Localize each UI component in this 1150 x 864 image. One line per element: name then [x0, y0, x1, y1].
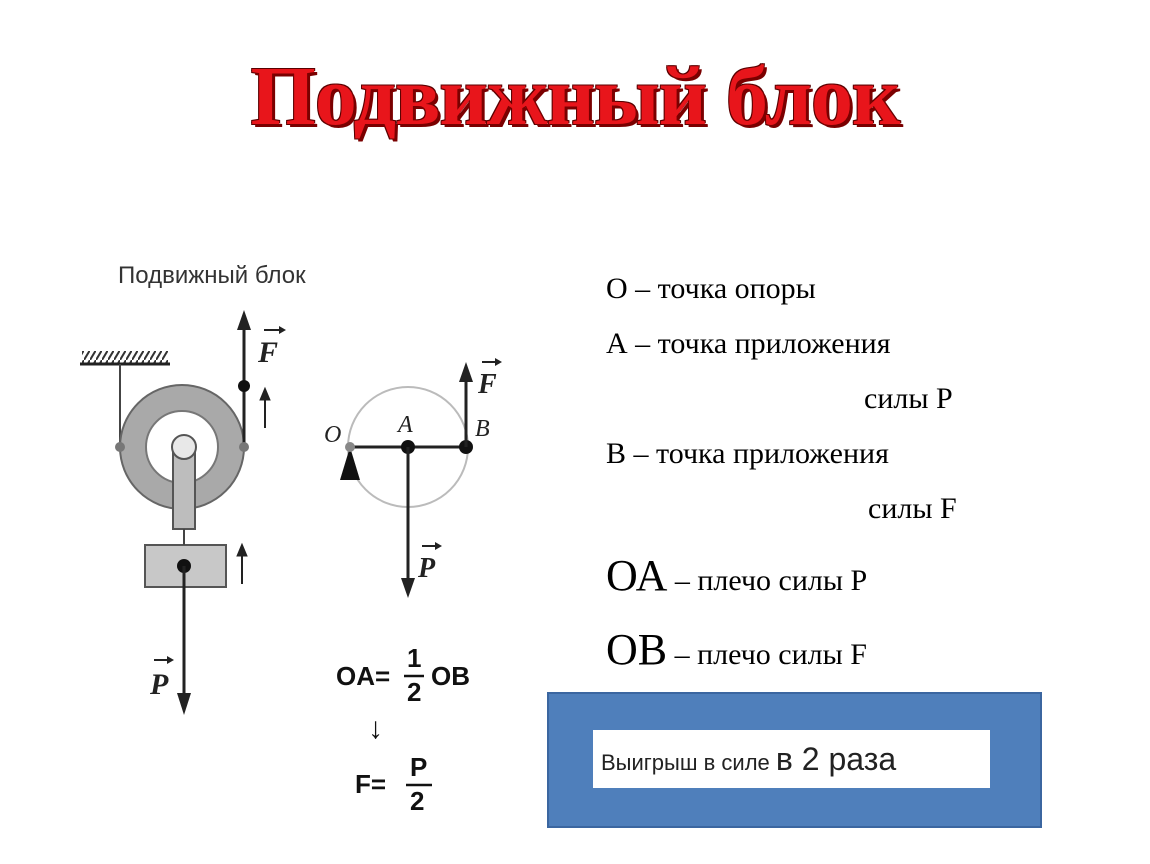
formula-f-lhs: F=	[355, 769, 387, 799]
definition-ob: ОВ – плечо силы F	[606, 624, 867, 675]
ceiling-support	[80, 351, 170, 366]
arrow-P-head	[177, 693, 191, 715]
formula-oa-rhs: OB	[431, 661, 470, 691]
lever-force-F-label: F	[477, 369, 497, 400]
gain-box: Выигрыш в силе в 2 раза	[547, 692, 1042, 828]
formula-arrow: ↓	[368, 712, 383, 745]
ob-symbol: ОВ	[606, 625, 668, 674]
point-B-on-rope	[238, 380, 250, 392]
gain-label: Выигрыш в силе в 2 раза	[593, 730, 990, 788]
lever-label-O: O	[324, 422, 341, 448]
motion-arrow-up-1	[259, 386, 271, 428]
definition-oa: ОА – плечо силы Р	[606, 550, 867, 601]
definition-b-line2: силы F	[868, 492, 957, 525]
lever-label-A: A	[396, 412, 413, 438]
definition-a-line1: А – точка приложения	[606, 327, 891, 360]
formula-oa-frac-num: 1	[407, 643, 422, 673]
lever-label-B: B	[475, 416, 490, 442]
gain-text-small: Выигрыш в силе	[601, 750, 776, 775]
force-P-label: P	[149, 668, 169, 701]
arrow-F-head	[237, 310, 251, 330]
oa-symbol: ОА	[606, 551, 668, 600]
formula-oa-lhs: OA=	[336, 661, 391, 691]
formula-f-frac-den: 2	[410, 786, 425, 816]
gain-text-large: в 2 раза	[775, 741, 897, 777]
definition-a-line2: силы Р	[864, 382, 953, 415]
ob-text: – плечо силы F	[667, 638, 867, 671]
definition-b-line1: В – точка приложения	[606, 437, 889, 470]
lever-schematic	[340, 362, 473, 598]
formula-oa-frac-den: 2	[407, 677, 422, 707]
formula-f-frac-num: P	[410, 752, 428, 782]
fulcrum-triangle	[340, 447, 360, 480]
force-F-label: F	[257, 336, 278, 369]
page-title: Подвижный блок	[250, 50, 901, 143]
definition-o: О – точка опоры	[606, 272, 816, 305]
oa-text: – плечо силы Р	[667, 564, 868, 597]
diagram-caption: Подвижный блок	[118, 262, 306, 289]
lever-force-P-label: P	[417, 553, 436, 584]
pulley-diagram: F P O A B F P	[80, 310, 502, 787]
motion-arrow-up-2	[236, 542, 248, 584]
